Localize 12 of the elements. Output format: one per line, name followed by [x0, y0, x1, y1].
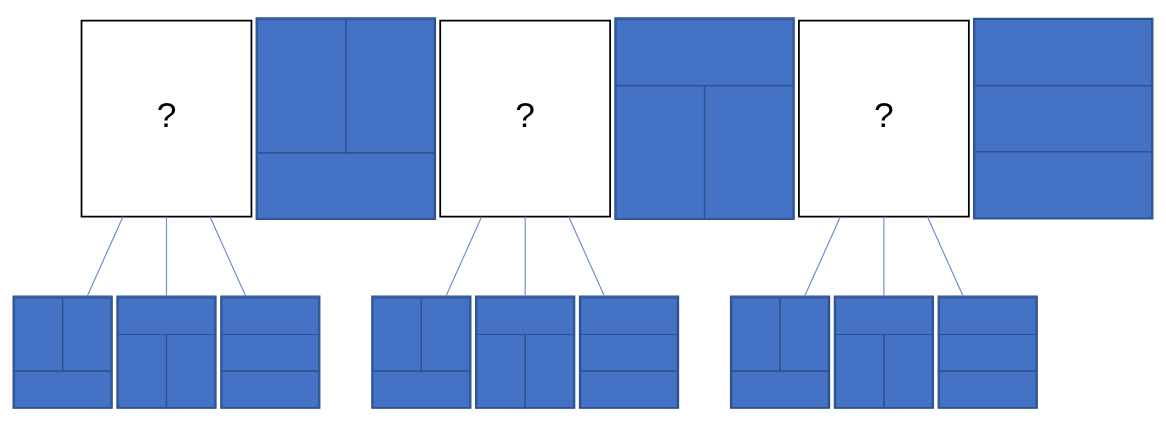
- connector: [445, 216, 483, 297]
- connector: [524, 216, 526, 297]
- connector: [926, 216, 964, 297]
- connector: [209, 216, 247, 297]
- connector: [883, 216, 885, 297]
- node-box: ?: [80, 19, 253, 218]
- node-box: ?: [439, 19, 612, 218]
- connector: [165, 216, 168, 297]
- connector: [568, 216, 605, 297]
- connector: [804, 216, 841, 297]
- connector: [86, 216, 124, 297]
- node-box: ?: [798, 19, 970, 218]
